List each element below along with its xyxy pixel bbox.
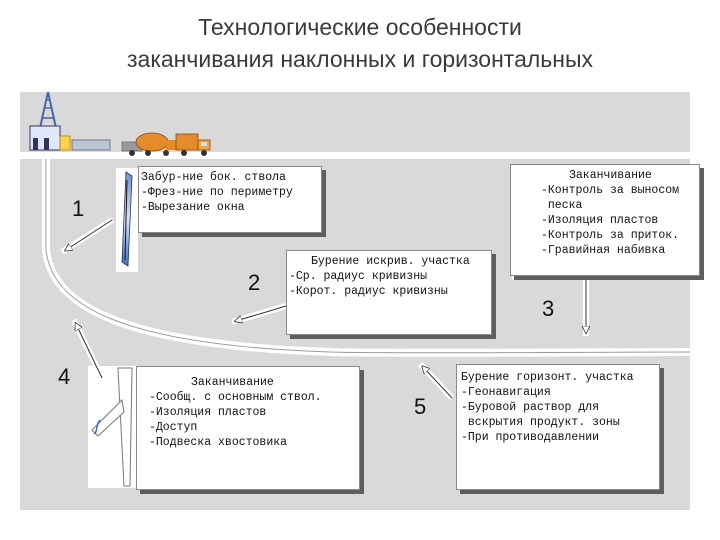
box-1-line: -Фрез-ние по периметру <box>141 186 293 199</box>
tanker-truck-icon <box>121 132 176 156</box>
box-5-line: Бурение горизонт. участка <box>461 371 634 384</box>
box-3-completion: Заканчивание -Контроль за выносом песка … <box>510 164 700 276</box>
box-5-line: -Геонавигация <box>461 386 551 399</box>
box-1-line: -Вырезание окна <box>141 201 245 214</box>
box4-tool-image <box>88 366 140 488</box>
box-4-line: Заканчивание <box>191 376 274 389</box>
box-5-horizontal-drilling: Бурение горизонт. участка -Геонавигация … <box>456 364 660 490</box>
step-number-4: 4 <box>58 364 71 389</box>
box-2-curved-section: Бурение искрив. участка -Ср. радиус крив… <box>286 250 492 335</box>
box-3-line: -Контроль за выносом <box>541 184 680 197</box>
box1-tool-image <box>116 168 138 272</box>
box-1-sidetrack: Забур-ние бок. ствола -Фрез-ние по перим… <box>138 166 322 233</box>
box-4-line: -Сообщ. с основным ствол. <box>149 391 322 404</box>
title-line-2: заканчивания наклонных и горизонтальных <box>126 46 594 72</box>
arrow-box2 <box>231 303 287 325</box>
box-3-line: песка <box>541 199 583 212</box>
step-number-3: 3 <box>542 296 555 321</box>
box-4-line: -Подвеска хвостовика <box>149 436 288 449</box>
box-3-line: Заканчивание <box>569 169 652 182</box>
arrow-box4 <box>71 318 105 380</box>
box-5-line: -При противодавлении <box>461 431 600 444</box>
step-number-5: 5 <box>414 394 427 419</box>
step-number-2: 2 <box>248 270 261 295</box>
step-number-1: 1 <box>72 196 85 221</box>
surface-line <box>20 152 690 159</box>
box-5-line: -Буровой раствор для <box>461 401 600 414</box>
box-4-line: -Доступ <box>149 421 198 434</box>
arrow-box5 <box>417 361 455 401</box>
arrow-box1 <box>60 217 114 255</box>
box-4-multilateral-completion: Заканчивание -Сообщ. с основным ствол. -… <box>136 366 360 490</box>
box-2-line: -Ср. радиус кривизны <box>289 270 428 283</box>
box-3-line: -Изоляция пластов <box>541 214 659 227</box>
box-3-line: -Гравийная набивка <box>541 244 666 257</box>
title-line-1: Технологические особенности <box>198 14 522 40</box>
drilling-rig-icon <box>29 91 111 151</box>
box-1-line: Забур-ние бок. ствола <box>141 171 286 184</box>
box-3-line: -Контроль за приток. <box>541 229 680 242</box>
truck-icon <box>175 133 211 156</box>
box-5-line: вскрытия продукт. зоны <box>461 416 620 429</box>
box-4-line: -Изоляция пластов <box>149 406 267 419</box>
box-2-line: -Корот. радиус кривизны <box>289 285 448 298</box>
box-2-line: Бурение искрив. участка <box>311 255 470 268</box>
